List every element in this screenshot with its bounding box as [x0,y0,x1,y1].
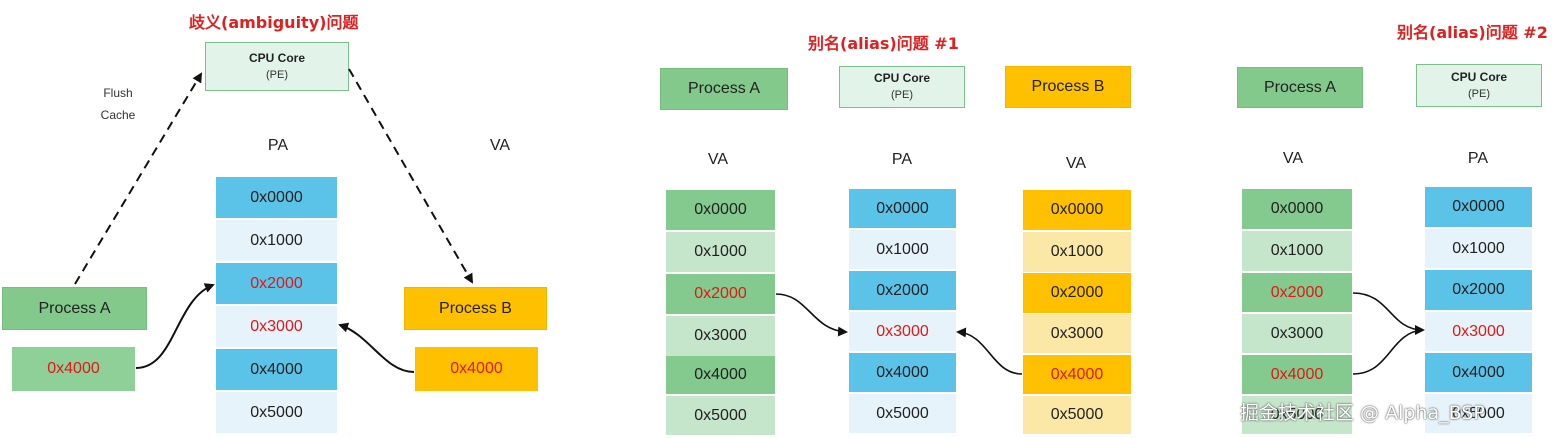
pa-cell: 0x5000 [849,394,956,433]
va-cell: 0x3000 [1023,314,1131,353]
flush-cache-label: Flush Cache [88,82,148,126]
panel2-pa-label: PA [891,151,913,168]
arrow-va-b-to-pa [338,322,415,373]
va-cell: 0x5000 [1023,396,1131,434]
va-cell: 0x1000 [1023,232,1131,272]
arrow-va-left-to-pa [775,293,848,337]
pa-cell: 0x4000 [216,349,337,390]
pa-cell: 0x2000 [849,271,956,310]
arrow-va-a-to-pa [135,283,215,369]
va-cell-highlighted: 0x4000 [1023,355,1131,394]
pa-cell: 0x1000 [1425,229,1532,268]
pa-cell: 0x1000 [216,220,337,261]
arrow-va-4000-to-pa [1352,329,1424,375]
pa-cell: 0x0000 [216,177,337,218]
panel2-cpu-core-box: CPU Core (PE) [839,66,965,108]
va-cell: 0x5000 [666,396,775,435]
pa-cell: 0x2000 [1425,270,1532,310]
arrow-va-right-to-pa [956,327,1023,375]
va-cell: 0x0000 [1242,189,1352,229]
watermark: 掘金技术社区 @ Alpha_BSP [1240,402,1485,424]
panel2-process-b-box: Process B [1005,66,1131,108]
pa-cell-highlighted: 0x3000 [1425,312,1532,351]
dashed-arrow-cpu-to-process-b [348,68,474,284]
va-cell-highlighted: 0x4000 [1242,355,1352,394]
panel2-title: 别名(alias)问题 #1 [808,34,959,53]
pa-cell: 0x0000 [1425,187,1532,227]
panel1-cpu-core-box: CPU Core (PE) [205,42,349,91]
panel3-process-a-box: Process A [1237,67,1363,108]
panel3-va-label: VA [1282,150,1304,167]
dashed-arrow-flush [74,72,203,285]
panel1-process-b-box: Process B [404,287,547,330]
va-cell: 0x5000 [1242,396,1352,434]
panel3-pa-label: PA [1467,150,1489,167]
pa-cell-highlighted: 0x3000 [216,306,337,347]
va-cell: 0x4000 [666,356,775,394]
pa-cell: 0x0000 [849,189,956,228]
panel1-process-a-va: 0x4000 [12,347,135,391]
panel1-process-a-box: Process A [2,287,147,330]
va-cell: 0x3000 [666,316,775,356]
arrow-va-2000-to-pa [1352,292,1425,335]
cpu-core-label: CPU Core [873,71,930,85]
va-cell: 0x3000 [1242,314,1352,353]
pa-cell: 0x4000 [849,353,956,392]
cpu-core-label: CPU Core [1450,69,1507,84]
cpu-pe-label: (PE) [891,89,913,101]
panel1-title: 歧义(ambiguity)问题 [189,13,359,32]
panel1-process-b-va: 0x4000 [415,347,538,391]
va-cell-highlighted: 0x2000 [666,274,775,314]
pa-cell: 0x5000 [216,392,337,433]
cache-label: Cache [100,108,136,122]
va-cell: 0x0000 [1023,190,1131,230]
cpu-pe-label: (PE) [266,68,288,81]
panel3-title: 别名(alias)问题 #2 [1397,23,1548,42]
va-cell-highlighted: 0x2000 [1242,273,1352,312]
pa-cell: 0x4000 [1425,353,1532,392]
panel2-process-a-box: Process A [660,68,788,110]
pa-cell: 0x1000 [849,230,956,269]
flush-label: Flush [103,86,133,100]
pa-cell-highlighted: 0x3000 [849,312,956,351]
panel3-cpu-core-box: CPU Core (PE) [1416,64,1542,107]
va-cell: 0x1000 [1242,231,1352,271]
panel2-va-left-label: VA [707,151,729,168]
pa-cell: 0x5000 [1425,394,1532,433]
panel1-pa-label: PA [267,137,289,154]
pa-cell-highlighted: 0x2000 [216,263,337,304]
cpu-pe-label: (PE) [1468,87,1490,100]
va-cell: 0x1000 [666,232,775,272]
va-cell: 0x2000 [1023,273,1131,313]
panel1-va-label: VA [489,137,511,154]
cpu-core-label: CPU Core [248,50,305,65]
va-cell: 0x0000 [666,190,775,230]
panel2-va-right-label: VA [1065,155,1087,172]
